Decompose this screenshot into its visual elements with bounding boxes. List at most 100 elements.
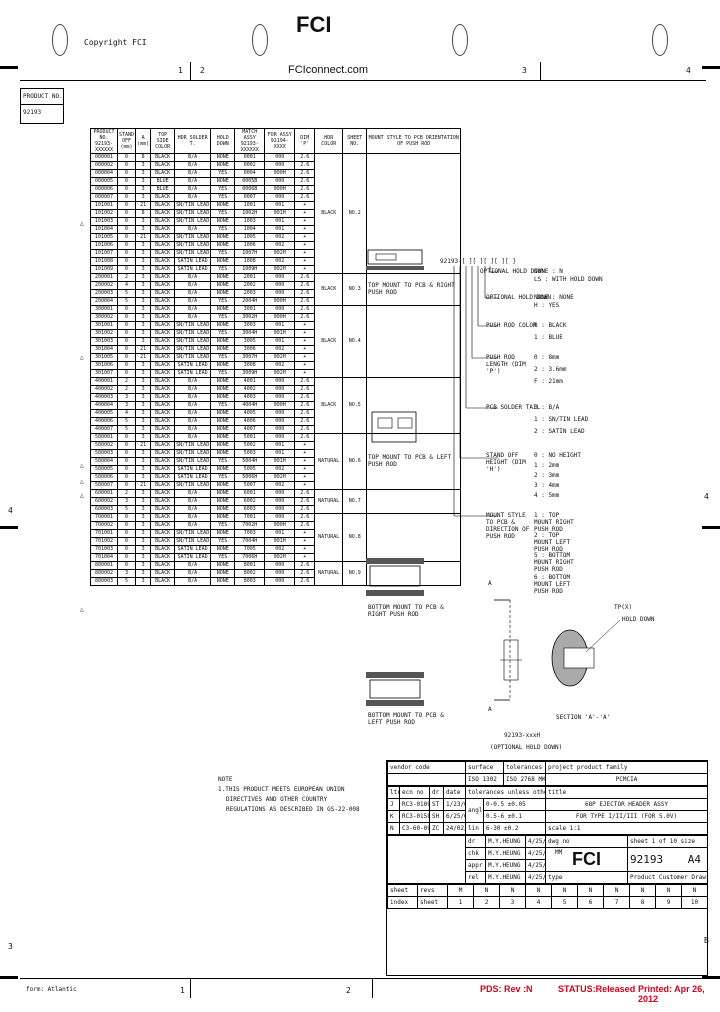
table-cell: B/A <box>174 377 212 386</box>
note-line-2: DIRECTIVES AND OTHER COUNTRY <box>226 796 328 803</box>
table-cell: 2.6 <box>294 561 316 570</box>
note-title: NOTE <box>218 776 233 783</box>
sheet-number[interactable]: 9 <box>655 896 682 909</box>
table-cell: 7005 <box>234 545 266 554</box>
table-cell: NONE <box>210 217 236 226</box>
table-cell: 3 <box>135 473 152 482</box>
table-cell: 200004 <box>90 297 118 306</box>
table-cell: 3 <box>116 569 137 578</box>
table-cell: BLUE <box>150 177 176 186</box>
table-cell: 8001 <box>234 561 266 570</box>
group-color: BLACK <box>314 377 344 434</box>
table-cell: + <box>294 329 316 338</box>
table-cell: 6001 <box>234 489 266 498</box>
table-cell: B/A <box>174 305 212 314</box>
sheet-number[interactable]: 4 <box>525 896 552 909</box>
dr-label: dr <box>429 786 444 799</box>
table-cell: + <box>294 241 316 250</box>
sheet-number[interactable]: 5 <box>551 896 578 909</box>
table-cell: 3 <box>135 553 152 562</box>
table-cell: BLACK <box>150 345 176 354</box>
table-cell: B/A <box>174 393 212 402</box>
header-cell: FOR ASSY 92194-XXXX <box>264 128 296 154</box>
code-item-opt: 1 : 2mm <box>534 462 560 469</box>
sheet-number[interactable]: 3 <box>499 896 526 909</box>
role-label: appr <box>465 859 486 872</box>
table-cell: + <box>294 473 316 482</box>
role-name: M.Y.HEUNG <box>485 859 526 872</box>
table-cell: NONE <box>210 577 236 586</box>
table-cell: 001 <box>264 217 296 226</box>
table-cell: 3 <box>135 521 152 530</box>
table-cell: 500007 <box>90 481 118 490</box>
code-item-opt: F : 21mm <box>534 378 563 385</box>
table-cell: 2.6 <box>294 401 316 410</box>
iso-surface: ISO 1302 <box>465 773 504 786</box>
table-cell: BLACK <box>150 513 176 522</box>
code-item-label: PUSH ROD COLOR <box>486 322 537 329</box>
sheet-number[interactable]: 1 <box>447 896 474 909</box>
product-number-value: 92193 <box>23 109 42 116</box>
table-cell: BLACK <box>150 273 176 282</box>
rev-ltr: J <box>387 798 400 811</box>
table-cell: 4002 <box>234 385 266 394</box>
sheets-label: sheet <box>417 896 448 909</box>
sheet-number[interactable]: 6 <box>577 896 604 909</box>
role-name: M.Y.HEUNG <box>485 847 526 860</box>
table-cell: 000H <box>264 169 296 178</box>
table-cell: 3 <box>135 161 152 170</box>
table-cell: + <box>294 249 316 258</box>
table-cell: 000 <box>264 577 296 586</box>
table-cell: 000 <box>264 513 296 522</box>
title-line-1: 68P EJECTOR HEADER ASSY <box>545 798 708 811</box>
sheet-number[interactable]: 10 <box>681 896 708 909</box>
table-cell: 001H <box>264 457 296 466</box>
zone-bottom-left: 3 <box>8 942 13 951</box>
table-cell: 2 <box>116 385 137 394</box>
title-line-2: FOR TYPE I/II/III (FOR 5.0V) <box>545 810 708 823</box>
sheet-number[interactable]: 7 <box>603 896 630 909</box>
sheet-number[interactable]: 8 <box>629 896 656 909</box>
table-cell: + <box>294 369 316 378</box>
table-cell: + <box>294 337 316 346</box>
rev-ecn: C3-60-09 <box>399 822 430 835</box>
group-sheet: NO.5 <box>342 377 368 434</box>
table-cell: 301002 <box>90 329 118 338</box>
group-color: BLACK <box>314 273 344 306</box>
table-cell: 3 <box>116 393 137 402</box>
table-cell: 0 <box>116 553 137 562</box>
parts-table-container: PRODUCT NO. 92193-XXXXXX STAND OFF (mm) … <box>90 128 462 586</box>
table-cell: NONE <box>210 433 236 442</box>
table-cell: BLACK <box>150 193 176 202</box>
pds-revision: PDS: Rev :N <box>480 984 533 994</box>
table-cell: 6003 <box>234 505 266 514</box>
angle-label: angle <box>465 798 484 823</box>
table-cell: 2 <box>116 377 137 386</box>
table-cell: + <box>294 353 316 362</box>
ecn-label: ecn no <box>399 786 430 799</box>
table-cell: 002H <box>264 473 296 482</box>
table-cell: 2.6 <box>294 513 316 522</box>
table-cell: 500005 <box>90 465 118 474</box>
table-cell: NONE <box>210 417 236 426</box>
table-cell: 2.6 <box>294 569 316 578</box>
table-cell: 301004 <box>90 345 118 354</box>
table-cell: 3 <box>135 489 152 498</box>
table-cell: 0 <box>116 241 137 250</box>
code-item-opt: 2 : TOP MOUNT LEFT PUSH ROD <box>534 532 571 553</box>
table-cell: B/A <box>174 401 212 410</box>
table-cell: B/A <box>174 577 212 586</box>
table-cell: 2004H <box>234 297 266 306</box>
code-item-label: STAND OFF HEIGHT (DIM 'H') <box>486 452 526 473</box>
group-sheet: NO.3 <box>342 273 368 306</box>
table-cell: NONE <box>210 201 236 210</box>
table-cell: BLACK <box>150 489 176 498</box>
header-cell: STAND OFF (mm) <box>116 128 137 154</box>
table-cell: YES <box>210 369 236 378</box>
product-number-label: PRODUCT NO. <box>21 89 63 105</box>
sheet-number[interactable]: 2 <box>473 896 500 909</box>
table-cell: 0 <box>116 481 137 490</box>
corner-mark-tl <box>0 66 18 69</box>
